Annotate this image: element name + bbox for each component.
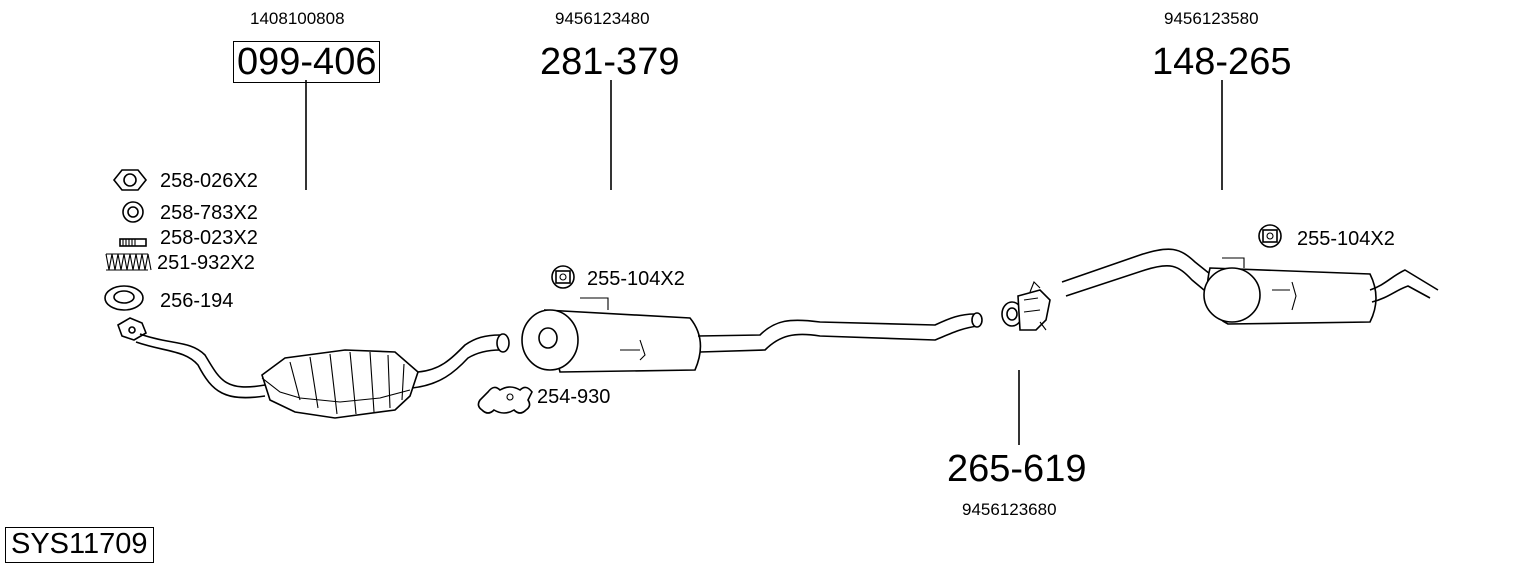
part-number-center-muffler[interactable]: 281-379 bbox=[540, 41, 680, 83]
rear-muffler-part bbox=[1061, 248, 1439, 325]
catalytic-converter-part bbox=[117, 317, 510, 419]
oem-number-center-muffler: 9456123480 bbox=[555, 9, 650, 28]
hardware-label-nut[interactable]: 258-026X2 bbox=[160, 170, 258, 192]
nut-icon bbox=[112, 169, 148, 191]
washer-icon bbox=[122, 201, 144, 223]
hardware-label-clamp[interactable]: 254-930 bbox=[537, 386, 611, 408]
hardware-label-gasket[interactable]: 256-194 bbox=[160, 290, 234, 312]
part-number-catalytic[interactable]: 099-406 bbox=[233, 41, 381, 83]
connector-part bbox=[1001, 281, 1051, 331]
oem-number-connector: 9456123680 bbox=[962, 500, 1057, 519]
hanger-center-icon bbox=[551, 265, 575, 289]
hardware-label-spring[interactable]: 251-932X2 bbox=[157, 252, 255, 274]
gasket-icon bbox=[104, 285, 144, 311]
hardware-label-hanger-center[interactable]: 255-104X2 bbox=[587, 268, 685, 290]
part-number-connector[interactable]: 265-619 bbox=[947, 448, 1087, 490]
hardware-label-hanger-rear[interactable]: 255-104X2 bbox=[1297, 228, 1395, 250]
bolt-icon bbox=[119, 238, 147, 247]
oem-number-catalytic: 1408100808 bbox=[250, 9, 345, 28]
hardware-label-bolt[interactable]: 258-023X2 bbox=[160, 227, 258, 249]
hardware-label-washer[interactable]: 258-783X2 bbox=[160, 202, 258, 224]
system-id-badge: SYS11709 bbox=[5, 527, 154, 563]
clamp-icon bbox=[477, 386, 533, 414]
center-muffler-part bbox=[521, 297, 983, 373]
part-number-rear-muffler[interactable]: 148-265 bbox=[1152, 41, 1292, 83]
hanger-rear-icon bbox=[1258, 224, 1282, 248]
oem-number-rear-muffler: 9456123580 bbox=[1164, 9, 1259, 28]
spring-icon bbox=[105, 253, 152, 271]
